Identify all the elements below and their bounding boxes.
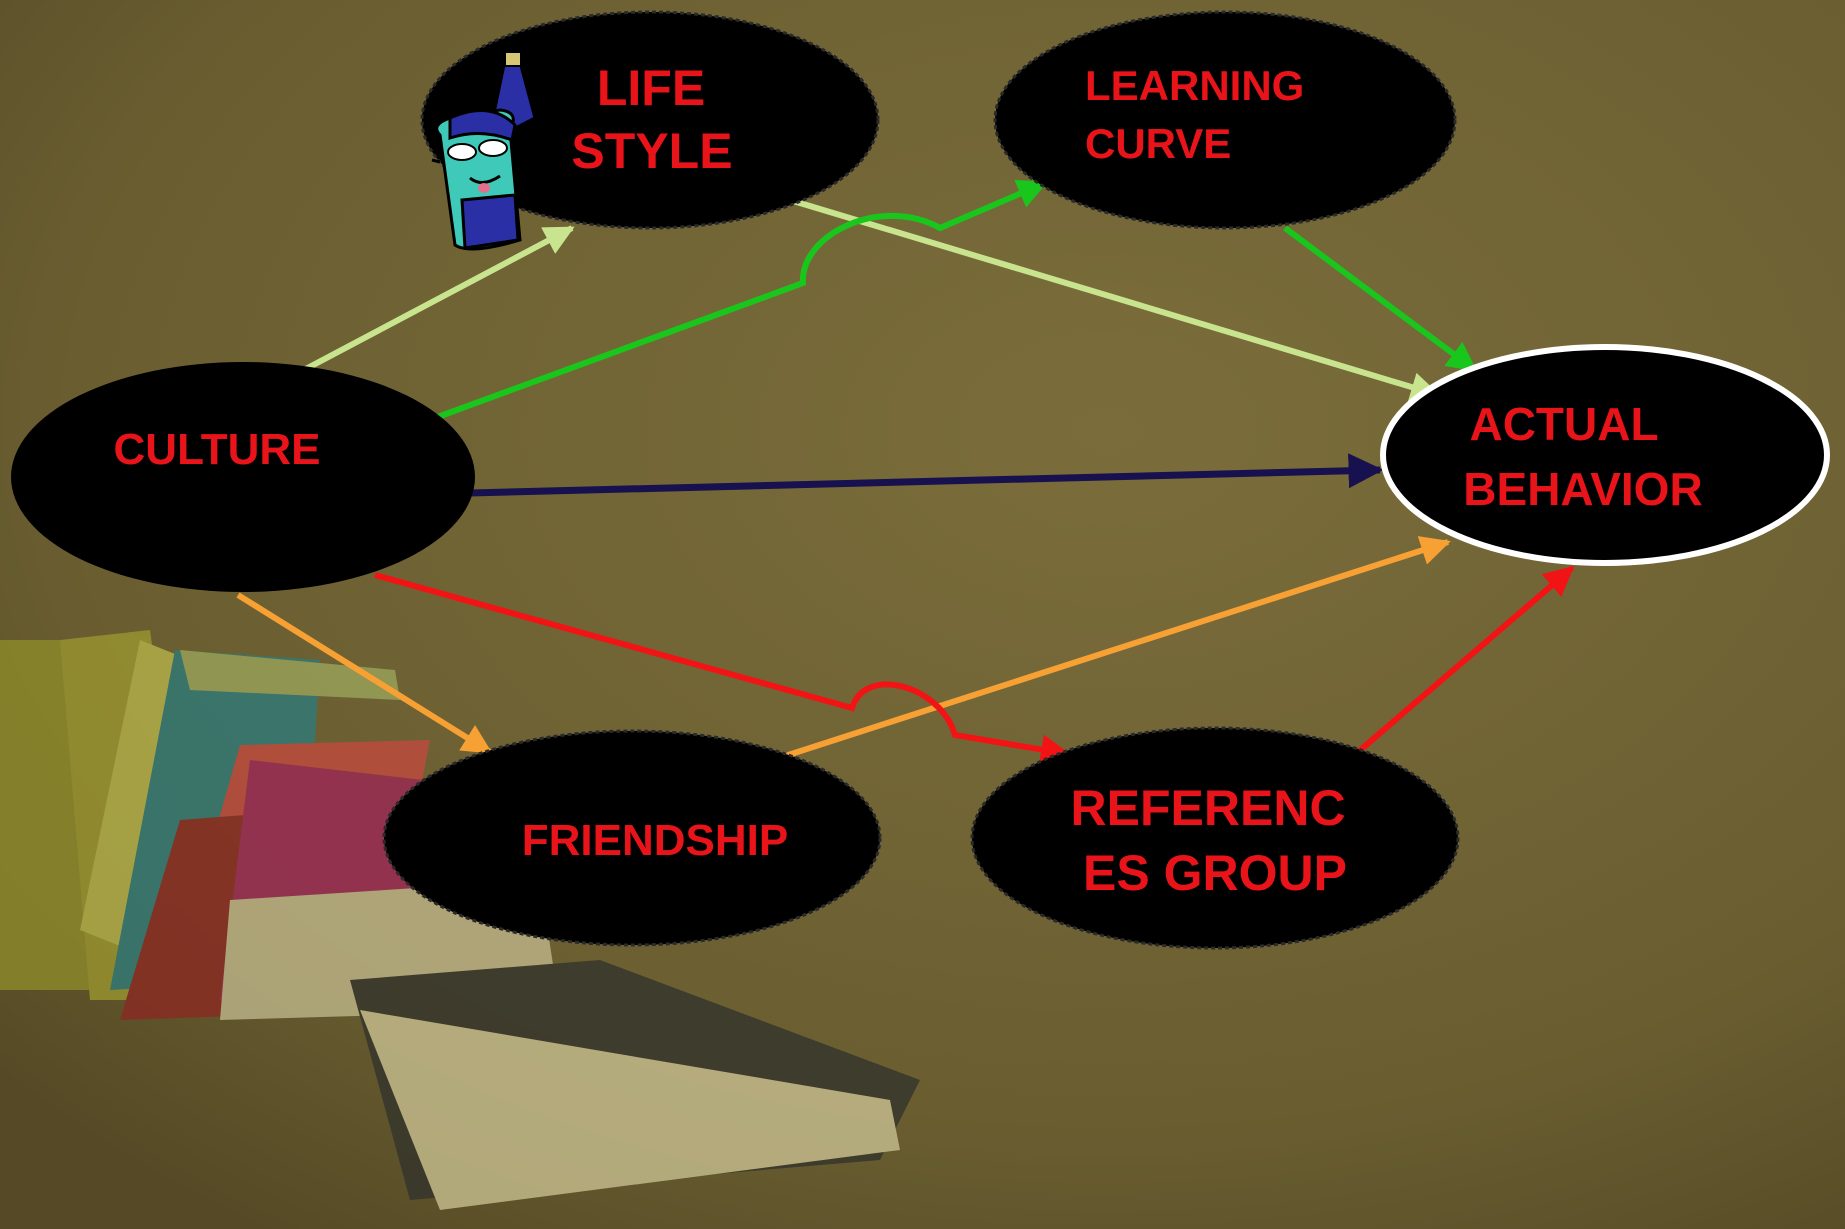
edge-culture-learning — [433, 179, 1048, 421]
node-culture: CULTURE — [11, 362, 475, 592]
edge-culture-actual — [469, 453, 1384, 497]
edge-culture-lifestyle — [298, 225, 575, 375]
edge-lifestyle-actual — [789, 197, 1441, 402]
edge-culture-friendship — [236, 592, 493, 755]
edge-learning-actual — [1283, 225, 1478, 373]
bottle-mascot-icon — [431, 51, 537, 251]
node-friendship: FRIENDSHIP — [382, 729, 882, 947]
node-learning: LEARNING CURVE — [993, 10, 1457, 230]
edges — [236, 179, 1575, 765]
node-lifestyle: LIFE STYLE — [420, 10, 880, 230]
edge-friendship-actual — [781, 536, 1451, 760]
node-reference-label: REFERENC ES GROUP — [1071, 780, 1360, 901]
node-culture-label: CULTURE — [114, 425, 321, 474]
node-lifestyle-label: LIFE STYLE — [571, 60, 732, 179]
node-actual: ACTUAL BEHAVIOR — [1380, 344, 1830, 566]
node-reference: REFERENC ES GROUP — [970, 726, 1460, 950]
edge-reference-actual — [1356, 565, 1575, 755]
node-actual-label: ACTUAL BEHAVIOR — [1463, 398, 1702, 515]
node-learning-label: LEARNING CURVE — [1085, 62, 1316, 167]
edge-culture-reference — [374, 572, 1071, 765]
node-friendship-label: FRIENDSHIP — [522, 816, 788, 865]
